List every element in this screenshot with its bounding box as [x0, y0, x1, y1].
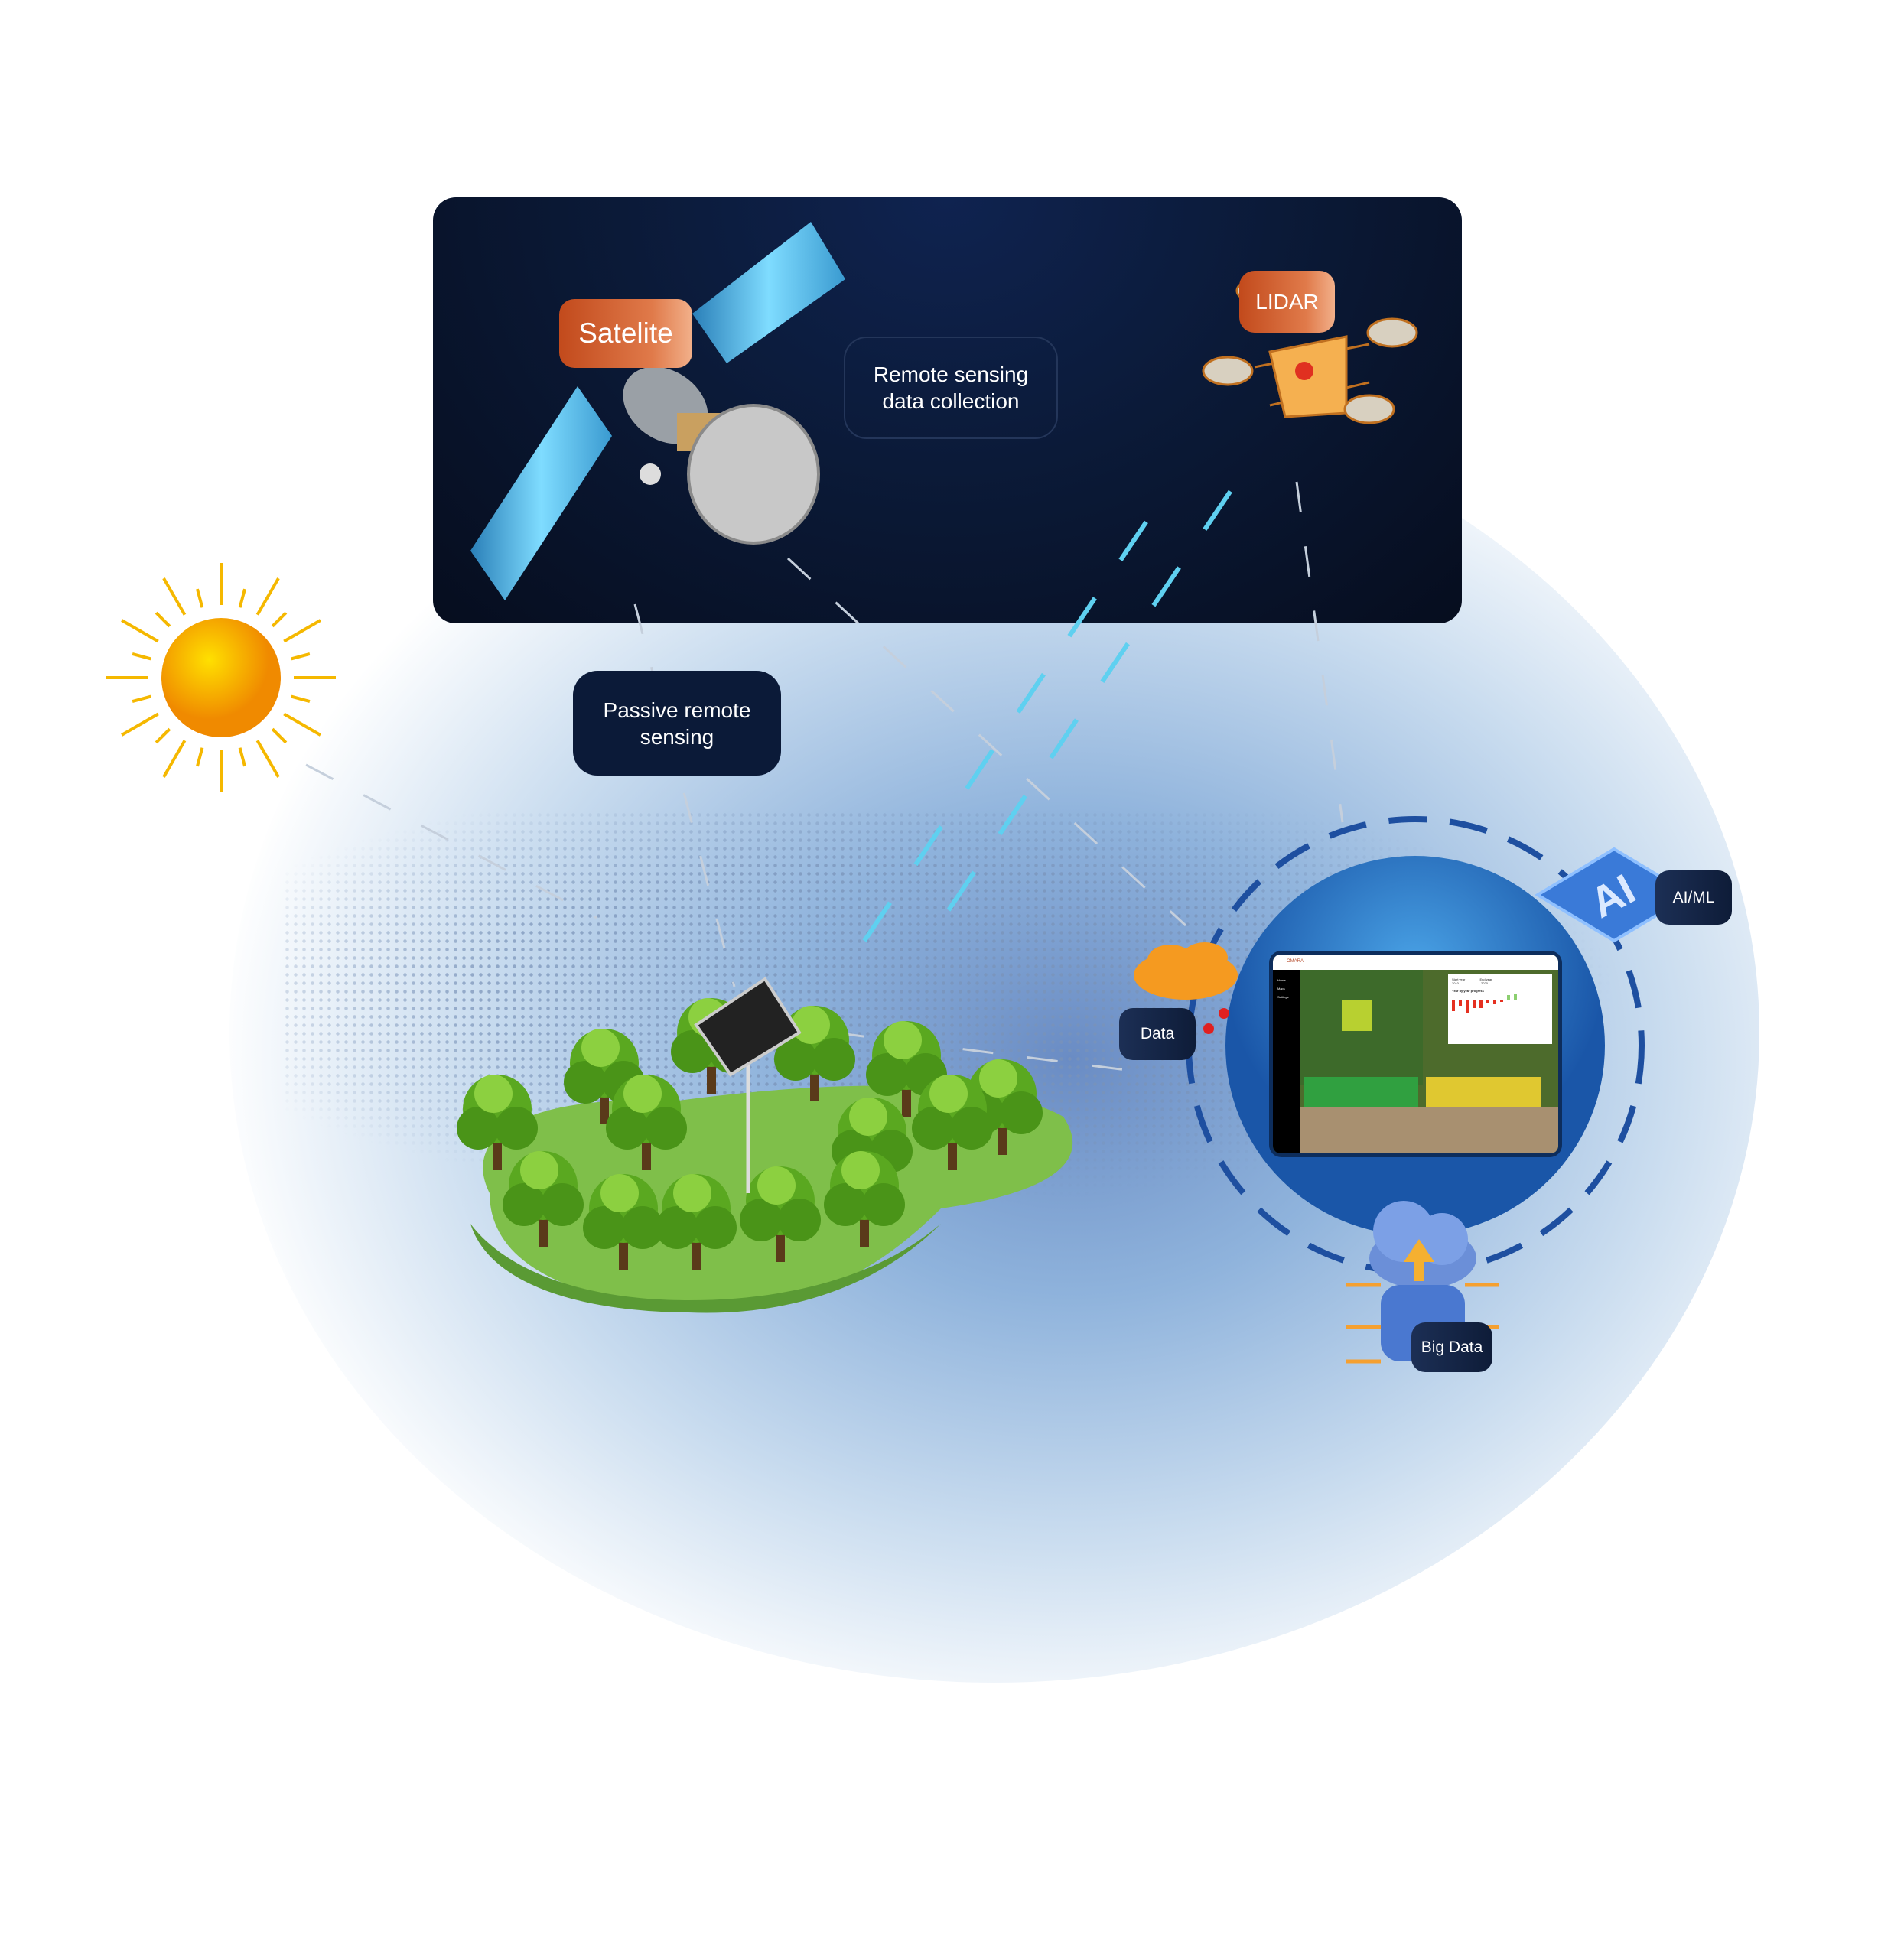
start-year-label: Start year — [1452, 977, 1466, 981]
tree-icon — [740, 1166, 821, 1262]
tree-icon — [912, 1075, 993, 1170]
sun-ray — [121, 712, 159, 737]
nav-maps[interactable]: Maps — [1277, 987, 1285, 990]
tree-icon — [606, 1075, 687, 1170]
passive-remote-sensing-label: Passive remote sensing — [573, 671, 781, 776]
progress-bars — [1452, 994, 1548, 1023]
sun-ray — [291, 652, 311, 661]
sun-ray — [162, 577, 187, 616]
start-year-select[interactable]: 2010 — [1452, 981, 1459, 985]
lidar-label: LIDAR — [1239, 271, 1335, 333]
sun-ray — [162, 740, 187, 778]
tree-icon — [656, 1174, 737, 1270]
solar-panel-icon — [694, 977, 802, 1077]
progress-title: Year by year progress — [1452, 989, 1484, 993]
sun-ray — [283, 619, 321, 643]
sun-ray — [238, 588, 246, 608]
sun-icon — [106, 563, 336, 792]
tree-icon — [832, 1098, 913, 1193]
sun-ray — [283, 712, 321, 737]
big-data-label: Big Data — [1411, 1322, 1492, 1372]
satellite-icon — [470, 222, 845, 600]
sun-ray — [155, 611, 171, 628]
dashboard-screen: OMARA Home Maps Settings Start year End … — [1269, 951, 1562, 1157]
remote-sensing-label: Remote sensing data collection — [844, 337, 1058, 439]
sun-ray — [121, 619, 159, 643]
forest-island — [457, 977, 1073, 1313]
sun-ray — [271, 727, 288, 744]
tree-icon — [774, 1006, 855, 1101]
brain-icon — [1134, 942, 1238, 1034]
tree-icon — [583, 1174, 664, 1270]
tree-icon — [503, 1151, 584, 1247]
sun-ray — [196, 747, 204, 767]
dashboard-sidebar: Home Maps Settings — [1273, 970, 1300, 1153]
nav-home[interactable]: Home — [1277, 978, 1286, 982]
sun-ray — [291, 694, 311, 703]
satellite-label: Satelite — [559, 299, 692, 368]
nav-settings[interactable]: Settings — [1277, 995, 1289, 999]
tree-icon — [457, 1075, 538, 1170]
sun-ray — [271, 611, 288, 628]
sun-ray — [255, 577, 280, 616]
sun-ray — [132, 694, 151, 703]
end-year-label: End year — [1479, 977, 1492, 981]
signal-lines — [305, 481, 1344, 1072]
tree-icon — [866, 1021, 947, 1117]
ai-ml-label: AI/ML — [1655, 870, 1732, 925]
sun-ray — [155, 727, 171, 744]
sun-ray — [255, 740, 280, 778]
progress-card: Start year End year 2010 2020 Year by ye… — [1448, 974, 1552, 1044]
end-year-select[interactable]: 2020 — [1481, 981, 1488, 985]
sun-ray — [238, 747, 246, 767]
sun-ray — [196, 588, 204, 608]
lidar-data-stream — [862, 488, 1234, 942]
tree-icon — [824, 1151, 905, 1247]
data-label: Data — [1119, 1008, 1196, 1060]
dashboard-brand: OMARA — [1273, 955, 1558, 970]
sun-ray — [132, 652, 151, 661]
